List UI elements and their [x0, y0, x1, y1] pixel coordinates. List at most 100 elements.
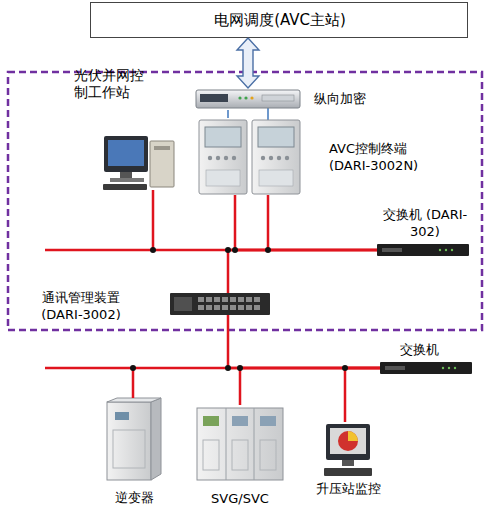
switch-device	[377, 244, 469, 256]
network-wire	[235, 195, 377, 250]
svg-svc-cabinet	[254, 408, 255, 480]
workstation-computer	[150, 141, 174, 187]
comm-manager-device	[238, 297, 244, 302]
avc-terminal	[259, 170, 293, 186]
substation-monitor	[338, 431, 358, 451]
comm-manager-device	[246, 297, 252, 302]
workstation-computer	[154, 146, 170, 150]
workstation-computer	[103, 184, 147, 190]
switch-device	[380, 362, 472, 374]
comm-manager-device	[174, 297, 192, 311]
comm-manager-device	[246, 305, 252, 310]
avc-terminal	[252, 120, 300, 194]
substation-node: 升压站监控	[322, 422, 374, 477]
encryption-device	[196, 90, 300, 108]
svg-svc-cabinet	[226, 408, 227, 480]
comm-manager-device	[198, 305, 204, 310]
inverter-cabinet	[115, 412, 129, 420]
comm-manager-device	[214, 297, 220, 302]
network-wire	[228, 250, 377, 293]
switch-node: 交换机	[380, 362, 472, 374]
junction-dot	[342, 365, 348, 371]
avc-terminal	[285, 156, 289, 160]
avc-terminal-node: AVC控制终端 (DARI-3002N)	[197, 118, 301, 195]
bus-wire	[45, 108, 268, 368]
comm-manager-device	[230, 305, 236, 310]
double-arrow	[237, 38, 259, 88]
junction-dot	[225, 365, 231, 371]
junction-dot	[237, 365, 243, 371]
svg-svc-cabinet	[203, 416, 219, 426]
avc-terminal	[199, 120, 247, 194]
node-label: 通讯管理装置 (DARI-3002)	[28, 289, 134, 323]
comm-manager-device	[198, 297, 204, 302]
node-label: SVG/SVC	[190, 490, 290, 507]
encryption-device	[200, 94, 228, 102]
workstation-computer	[104, 136, 148, 172]
avc-terminal	[199, 120, 300, 194]
node-label: 交换机	[400, 341, 460, 358]
workstation-computer	[103, 136, 174, 190]
substation-monitor	[330, 428, 366, 454]
encryption-device	[250, 96, 253, 99]
node-label: 升压站监控	[298, 480, 398, 497]
network-wire	[133, 368, 380, 398]
switch-device	[454, 367, 456, 369]
comm-manager-device	[170, 293, 270, 315]
dispatch-box: 电网调度(AVC主站)	[90, 2, 468, 38]
substation-monitor	[326, 424, 370, 460]
node-label: 交换机 (DARI-302)	[377, 206, 473, 240]
comm-manager-device	[222, 305, 228, 310]
network-wire	[240, 368, 380, 405]
inverter-node: 逆变器	[107, 398, 161, 480]
workstation-node: 光伏并网控制工作站	[100, 135, 178, 190]
svg-svc-node: SVG/SVC	[197, 405, 283, 480]
svg-svc-cabinet	[260, 440, 276, 470]
bus-wire	[267, 195, 270, 250]
junction-dot	[130, 247, 348, 371]
comm-manager-device	[230, 297, 236, 302]
comm-manager-node: 通讯管理装置 (DARI-3002)	[170, 293, 270, 315]
avc-terminal	[216, 156, 220, 160]
node-label: 纵向加密	[314, 90, 394, 107]
bus-wire	[45, 249, 153, 252]
node-label: 逆变器	[94, 489, 174, 506]
inverter-cabinet	[113, 430, 145, 468]
svg-svc-cabinet	[197, 408, 283, 480]
network-wire	[153, 190, 377, 250]
encryption-device	[196, 90, 300, 108]
svg-svc-cabinet	[260, 416, 276, 426]
inverter-cabinet	[107, 398, 161, 480]
workstation-computer	[120, 172, 132, 178]
svg-svc-cabinet	[197, 408, 283, 480]
junction-dot	[225, 247, 231, 253]
comm-manager-device	[222, 297, 228, 302]
svg-svc-cabinet	[232, 440, 248, 470]
avc-terminal	[269, 156, 273, 160]
network-wire	[345, 368, 380, 422]
switch-node: 交换机 (DARI-302)	[377, 244, 469, 256]
avc-terminal	[258, 127, 294, 147]
avc-terminal	[205, 127, 241, 147]
svg-svc-cabinet	[203, 440, 219, 470]
avc-terminal	[232, 156, 236, 160]
network-wire	[227, 110, 229, 118]
junction-dot	[130, 365, 136, 371]
inverter-cabinet	[107, 398, 161, 402]
substation-monitor	[342, 460, 354, 466]
encryption-device	[262, 95, 294, 101]
substation-monitor	[348, 431, 358, 441]
avc-terminal	[277, 156, 281, 160]
switch-device	[377, 244, 469, 256]
comm-manager-device	[170, 293, 270, 315]
avc-terminal	[224, 156, 228, 160]
switch-device	[439, 249, 441, 251]
node-label: 光伏并网控制工作站	[74, 67, 150, 101]
avc-terminal	[261, 156, 265, 160]
workstation-computer	[110, 178, 144, 182]
inverter-cabinet	[107, 402, 151, 480]
switch-device	[385, 366, 405, 370]
